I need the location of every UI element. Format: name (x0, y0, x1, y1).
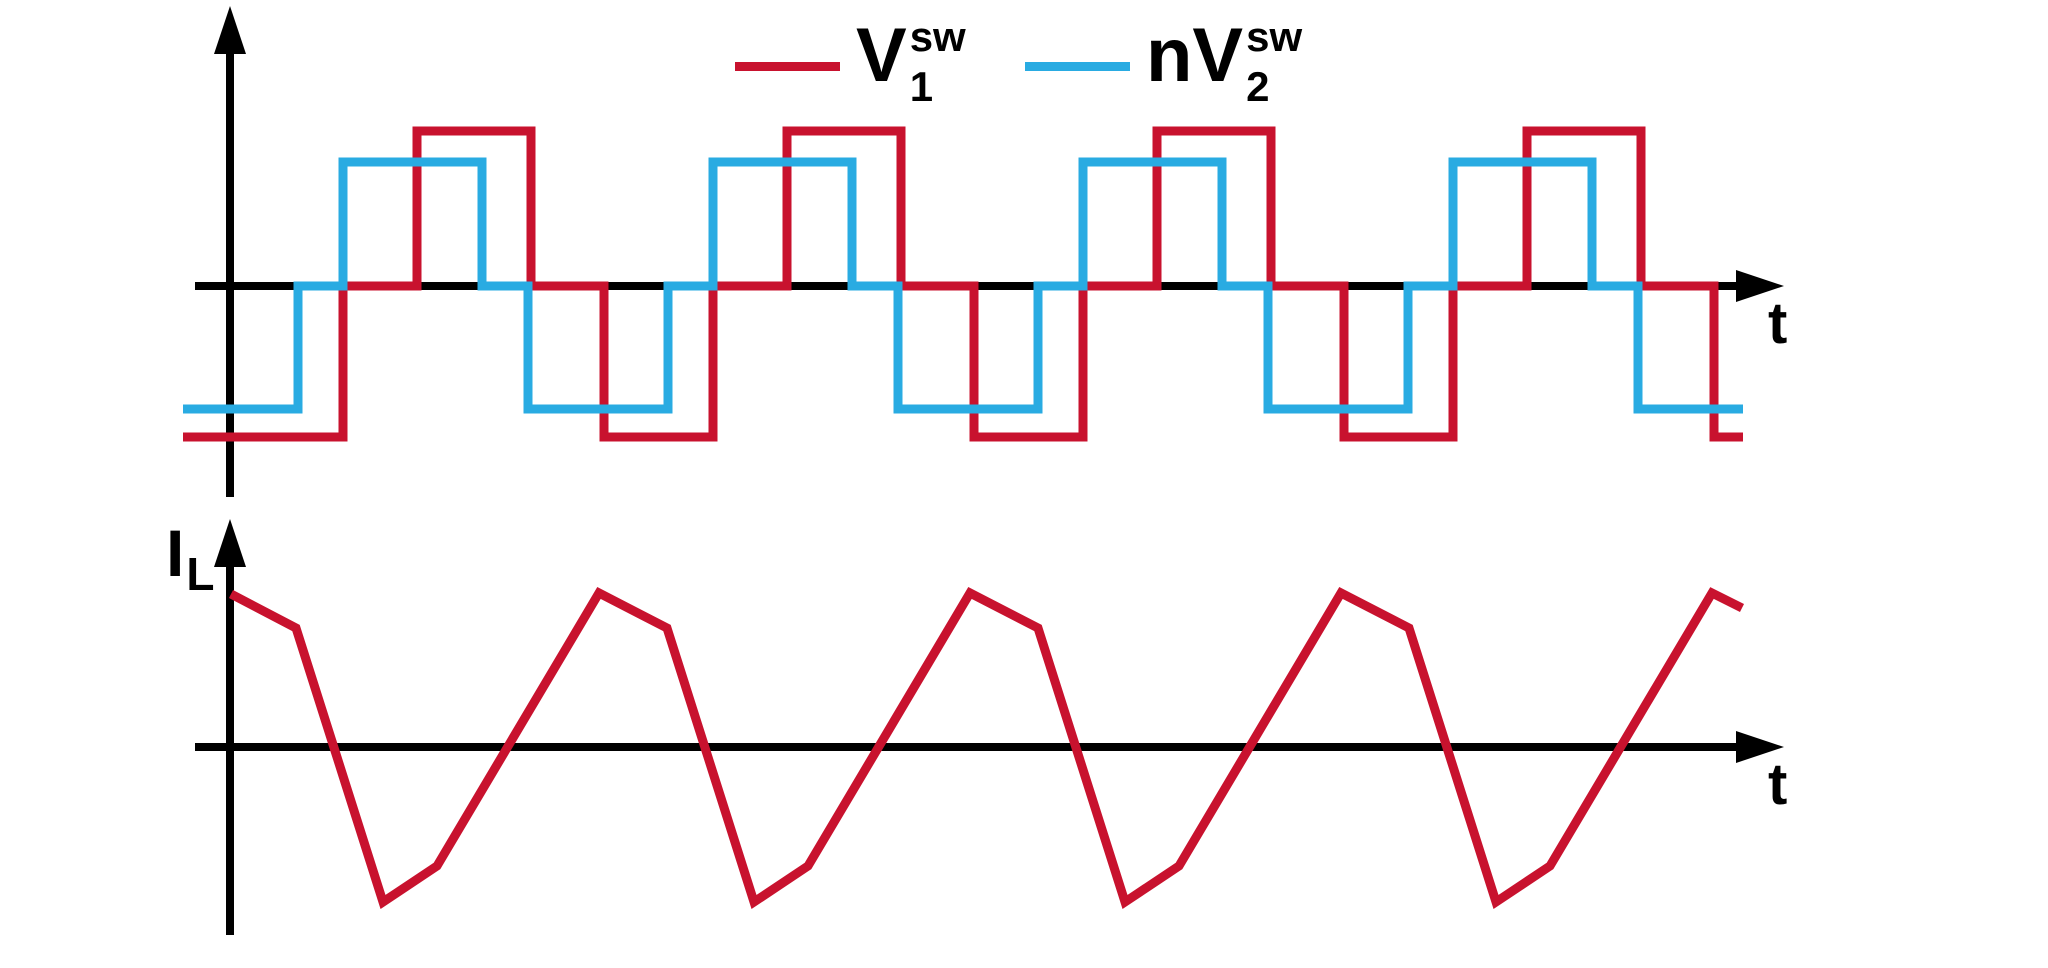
legend-nv2-main: nV (1146, 13, 1244, 98)
bottom-time-axis-label: t (1768, 752, 1788, 817)
bottom-plot (195, 519, 1784, 935)
top-plot (183, 6, 1784, 497)
inductor-current-axis-label: IL (166, 520, 214, 600)
legend-label-v1: V sw 1 (856, 13, 966, 110)
bottom-y-axis-arrowhead-icon (214, 519, 246, 567)
legend-v1-subscript: 1 (909, 63, 934, 110)
legend-label-nv2: nV sw 2 (1146, 13, 1303, 110)
legend-nv2-superscript: sw (1246, 13, 1303, 60)
legend-v1-superscript: sw (909, 13, 966, 60)
legend-v1-main: V (856, 13, 907, 98)
legend-v1-scripts: sw 1 (909, 13, 966, 110)
il-label-subscript: L (186, 548, 215, 600)
waveform-il (228, 587, 1745, 910)
top-y-axis-arrowhead-icon (214, 6, 246, 54)
legend-dash-nv2-icon (1025, 62, 1130, 71)
legend-dash-v1-icon (735, 62, 840, 71)
bottom-x-axis-arrowhead-icon (1736, 731, 1784, 763)
waveform-v1 (183, 126, 1743, 442)
waveform-nv2 (183, 157, 1743, 414)
legend-nv2-subscript: 2 (1246, 63, 1270, 110)
il-label-main: I (166, 516, 185, 590)
top-time-axis-label: t (1768, 291, 1788, 356)
legend-nv2-scripts: sw 2 (1246, 13, 1303, 110)
top-x-axis-arrowhead-icon (1736, 270, 1784, 302)
